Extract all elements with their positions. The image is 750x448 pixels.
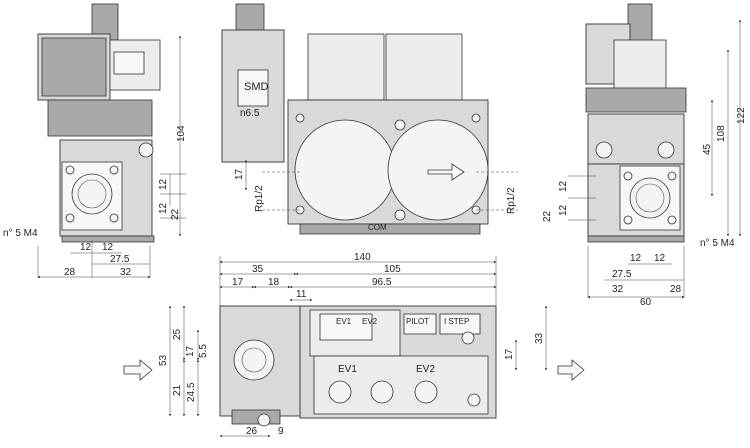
dim-right-12a: 12: [558, 180, 569, 192]
dim-bottom-26: 26: [246, 426, 258, 437]
label-n65: n6.5: [240, 108, 260, 119]
dim-bottom-55: 5.5: [198, 344, 209, 358]
dim-left-12h2: 12: [102, 242, 114, 253]
dim-right-12b: 12: [558, 204, 569, 216]
label-smd: SMD: [244, 81, 269, 93]
label-pilot: PILOT: [406, 317, 429, 326]
label-rp-right: Rp1/2: [506, 187, 517, 214]
dim-bottom-18: 18: [268, 277, 280, 288]
dim-bottom-245: 24.5: [186, 382, 197, 402]
dim-center-17: 17: [234, 168, 245, 180]
dim-right-22: 22: [542, 210, 553, 222]
label-istep: I STEP: [444, 317, 469, 326]
dim-bottom-11: 11: [296, 289, 307, 300]
dim-left-12h1: 12: [80, 242, 92, 253]
dim-left-12b: 12: [158, 202, 169, 214]
label-m4-right: n° 5 M4: [700, 238, 735, 249]
dim-bottom-140: 140: [354, 252, 371, 263]
dim-bottom-17: 17: [232, 277, 244, 288]
dim-right-122: 122: [736, 107, 747, 124]
dim-bottom-9: 9: [278, 426, 284, 437]
dim-bottom-35: 35: [252, 264, 264, 275]
label-com: COM: [368, 223, 387, 232]
dim-left-32: 32: [120, 267, 132, 278]
dim-left-275: 27.5: [110, 254, 130, 265]
dim-left-22: 22: [170, 208, 181, 220]
dim-right-60: 60: [640, 297, 652, 308]
dim-bottom-21: 21: [172, 384, 183, 396]
label-ev1: EV1: [338, 364, 357, 375]
dim-left-28: 28: [64, 267, 76, 278]
label-ev2: EV2: [416, 364, 435, 375]
dim-bottom-25: 25: [172, 328, 183, 340]
dim-right-12h2: 12: [654, 253, 666, 264]
dim-right-108: 108: [716, 125, 727, 142]
dim-right-45: 45: [702, 143, 713, 155]
dim-right-12h1: 12: [630, 253, 642, 264]
dim-bottom-965: 96.5: [372, 277, 392, 288]
bottom-top-view: [123, 256, 585, 438]
dim-right-32: 32: [612, 284, 624, 295]
right-side-view: [568, 3, 742, 299]
label-rp-left: Rp1/2: [254, 185, 265, 212]
center-front-view: [221, 3, 518, 235]
label-m4-left: n° 5 M4: [3, 228, 38, 239]
dim-bottom-33: 33: [534, 332, 545, 344]
dim-right-28: 28: [670, 284, 682, 295]
dim-right-275: 27.5: [612, 269, 632, 280]
dim-bottom-53: 53: [158, 354, 169, 366]
label-ev2-top: EV2: [362, 317, 378, 326]
label-ev1-top: EV1: [336, 317, 352, 326]
dim-bottom-105: 105: [384, 264, 401, 275]
dim-left-12a: 12: [158, 178, 169, 190]
left-side-view: [37, 3, 186, 279]
dim-bottom-17r: 17: [504, 348, 515, 360]
dim-bottom-17v: 17: [185, 345, 196, 357]
dim-left-104: 104: [176, 125, 187, 142]
